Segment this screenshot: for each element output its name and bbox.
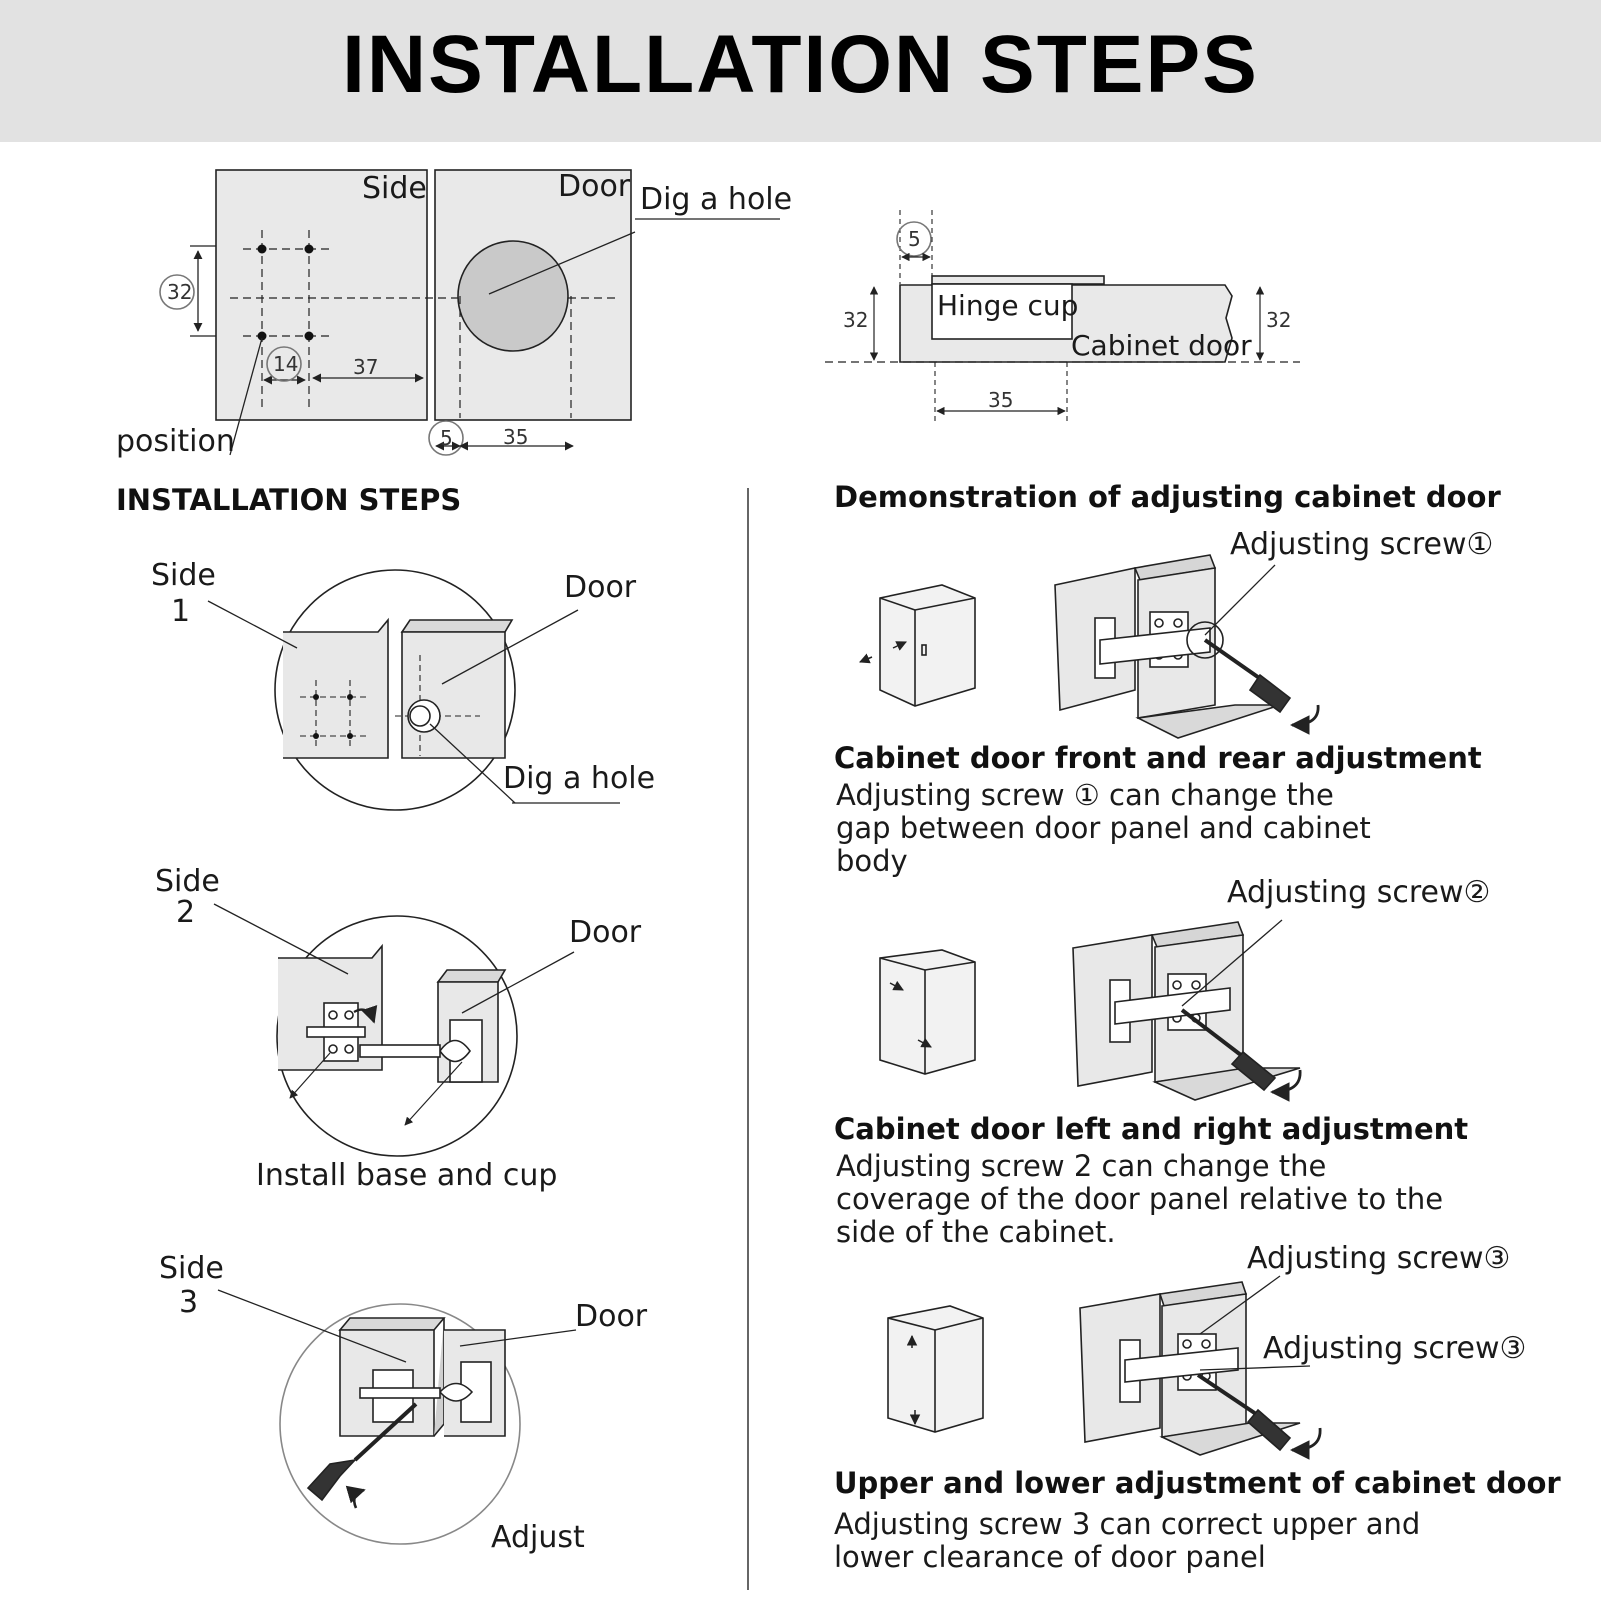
- step1-dig-label: Dig a hole: [503, 761, 656, 796]
- hinge-cup-box: [931, 275, 1105, 285]
- adjusting-screw-3b-label: Adjusting screw③: [1263, 1331, 1527, 1366]
- hinge-cup-label: Hinge cup: [937, 289, 1079, 322]
- screw-hole: [304, 244, 314, 254]
- dig-hole-label: Dig a hole: [640, 182, 793, 217]
- drilling-template: [159, 169, 780, 456]
- step2-side-label: Side: [155, 864, 220, 899]
- adjust1-illustration: [859, 554, 1320, 739]
- adjust3-illustration: [887, 1275, 1322, 1460]
- section-dimension-35: 35: [988, 388, 1014, 412]
- step3-illustration: [217, 1289, 577, 1545]
- screw-hole: [304, 331, 314, 341]
- cabinet-door-label: Cabinet door: [1071, 329, 1252, 362]
- dimension-5: 5: [440, 426, 453, 450]
- step1-number: 1: [171, 594, 191, 629]
- item2-title: Cabinet door left and right adjustment: [834, 1112, 1469, 1146]
- adjusting-screw-2-label: Adjusting screw②: [1227, 875, 1491, 910]
- dimension-37: 37: [353, 355, 379, 379]
- item1-title: Cabinet door front and rear adjustment: [834, 741, 1482, 775]
- step2-number: 2: [176, 895, 196, 930]
- page-title: INSTALLATION STEPS: [342, 19, 1259, 110]
- section-dimension-5: 5: [908, 227, 921, 251]
- step3-side-label: Side: [159, 1251, 224, 1286]
- step3-caption: Adjust: [491, 1520, 585, 1555]
- step1-illustration: [207, 569, 620, 811]
- left-heading: INSTALLATION STEPS: [116, 483, 462, 517]
- item2-description: Adjusting screw 2 can change the coverag…: [836, 1149, 1444, 1249]
- step3-number: 3: [179, 1285, 199, 1320]
- section-dimension-32-left: 32: [843, 308, 869, 332]
- cross-section: [825, 210, 1300, 425]
- step2-caption: Install base and cup: [256, 1158, 558, 1193]
- adjust2-illustration: [879, 919, 1302, 1102]
- right-heading: Demonstration of adjusting cabinet door: [834, 480, 1501, 514]
- step1-side-label: Side: [151, 558, 216, 593]
- item1-description: Adjusting screw ① can change the gap bet…: [836, 778, 1371, 878]
- dimension-32: 32: [167, 280, 193, 304]
- screw-hole: [257, 244, 267, 254]
- step2-illustration: [213, 903, 575, 1157]
- side-label: Side: [362, 171, 427, 206]
- step3-door-label: Door: [575, 1299, 648, 1334]
- item3-title: Upper and lower adjustment of cabinet do…: [834, 1466, 1561, 1500]
- step2-door-label: Door: [569, 915, 642, 950]
- screw-hole: [257, 331, 267, 341]
- dimension-35: 35: [503, 425, 529, 449]
- door-label: Door: [558, 169, 631, 204]
- side-panel: [215, 169, 428, 421]
- adjusting-screw-3a-label: Adjusting screw③: [1247, 1241, 1511, 1276]
- section-dimension-32-right: 32: [1266, 308, 1292, 332]
- cup-hole: [457, 240, 569, 352]
- step1-door-label: Door: [564, 570, 637, 605]
- title-banner: INSTALLATION STEPS: [0, 0, 1601, 142]
- position-label: position: [116, 424, 235, 459]
- dimension-14: 14: [273, 352, 299, 376]
- adjusting-screw-1-label: Adjusting screw①: [1230, 527, 1494, 562]
- item3-description: Adjusting screw 3 can correct upper and …: [834, 1507, 1421, 1574]
